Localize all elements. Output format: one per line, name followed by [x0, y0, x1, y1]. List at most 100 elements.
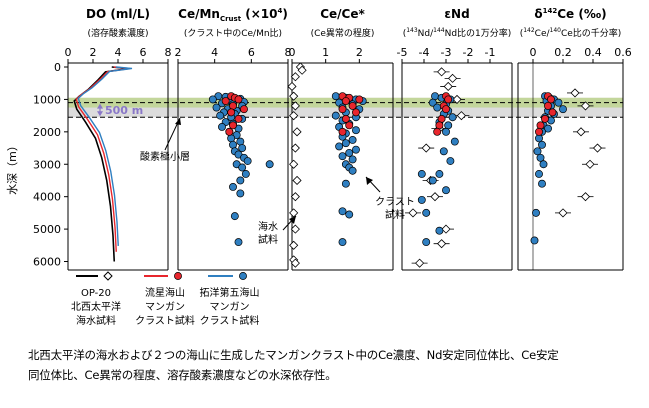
end-point-0-21	[435, 226, 444, 235]
cece-point-0-23	[348, 155, 357, 164]
cemn-point-1-6	[227, 108, 236, 117]
seawater-label: 海水試料	[258, 220, 278, 246]
panel-1-title: Ce/MnCrust (×104)	[178, 7, 288, 23]
dce-seawater-2	[576, 127, 586, 137]
cece-seawater-5	[290, 101, 300, 111]
panel-3-xtick-label-0: -5	[397, 46, 408, 59]
end-seawater-6	[421, 143, 431, 153]
panel-0-subtitle: (溶存酸素濃度)	[87, 27, 148, 39]
dce-point-0-4	[554, 98, 563, 107]
cece-point-0-18	[341, 139, 350, 148]
cece-point-0-26	[348, 166, 357, 175]
panel-0-xtick-label-0: 0	[65, 46, 72, 59]
cece-point-0-29	[345, 210, 354, 219]
panel-3-xtick-label-3: -2	[463, 46, 474, 59]
legend-1-line-0: 流星海山	[145, 286, 185, 299]
seawater-arrowhead	[289, 216, 296, 224]
panel-4-title: δ142Ce (‰)	[534, 7, 606, 21]
depth-tick-label-4: 4000	[33, 191, 61, 204]
depth-tick-label-2: 2000	[33, 126, 61, 139]
end-seawater-8	[430, 192, 440, 202]
cece-point-0-28	[338, 207, 347, 216]
panel-3-subtitle: (143Nd/144Nd比の1万分率)	[403, 27, 512, 39]
cemn-point-0-4	[208, 95, 217, 104]
dce-point-0-21	[532, 208, 540, 217]
panel-0-xtick-label-3: 6	[140, 46, 147, 59]
cemn-point-1-5	[240, 105, 248, 114]
legend-1-line-1: マンガン	[145, 301, 185, 313]
depth-tick-label-3: 3000	[33, 158, 61, 171]
panel-4-xtick-label-2: 0.4	[584, 46, 602, 59]
cece-seawater-9	[289, 159, 299, 169]
cece-seawater-10	[292, 175, 302, 186]
end-seawater-1	[448, 73, 458, 83]
dce-point-0-16	[533, 147, 542, 156]
cece-point-0-17	[348, 135, 357, 144]
cemn-point-0-31	[243, 157, 252, 165]
cemn-point-1-7	[234, 114, 243, 123]
end-point-0-16	[417, 170, 426, 178]
panel-2-xtick-label-2: 2	[356, 46, 363, 59]
end-point-0-0	[431, 92, 439, 101]
cece-point-1-9	[338, 127, 347, 136]
cece-point-1-6	[352, 108, 360, 117]
cemn-point-0-20	[218, 123, 226, 131]
end-point-0-3	[428, 98, 437, 107]
legend-1-line-2: クラスト試料	[135, 314, 195, 327]
legend-2-line-2: クラスト試料	[200, 314, 260, 327]
dce-point-1-4	[541, 114, 549, 123]
end-point-0-13	[439, 147, 448, 156]
panel-0-xtick-label-2: 4	[115, 46, 122, 59]
cece-point-0-0	[331, 92, 340, 101]
end-seawater-2	[443, 81, 453, 92]
end-point-0-15	[435, 170, 444, 178]
cemn-point-0-15	[216, 111, 225, 120]
panel-4-xtick-label-3: 0.6	[614, 46, 632, 59]
dce-point-0-12	[544, 124, 552, 133]
panel-2-xtick-label-0: 0	[289, 46, 296, 59]
end-point-1-3	[442, 105, 450, 114]
legend: OP-20北西太平洋海水試料流星海山マンガンクラスト試料拓洋第五海山マンガンクラ…	[71, 271, 260, 327]
cece-point-0-20	[352, 145, 360, 154]
end-point-1-6	[433, 127, 442, 136]
cece-point-1-8	[345, 121, 354, 130]
panel-2-subtitle: (Ce異常の程度)	[311, 27, 375, 39]
cece-point-1-5	[338, 105, 347, 114]
dce-point-0-22	[530, 236, 539, 245]
panel-1-xtick-label-2: 6	[248, 46, 255, 59]
panel-4-xtick-label-0: 0	[530, 46, 537, 59]
end-seawater-0	[437, 67, 447, 77]
end-seawater-3	[452, 94, 462, 104]
dce-point-1-2	[544, 101, 552, 110]
cemn-point-0-35	[236, 176, 245, 185]
data-marks	[73, 62, 606, 270]
cemn-point-0-26	[229, 140, 237, 149]
caption-line-2: 同位体比、Ce異常の程度、溶存酸素濃度などの水深依存性。	[28, 368, 337, 382]
cece-point-1-4	[348, 101, 357, 110]
dce-seawater-6	[558, 208, 568, 218]
y-axis-label: 水深（m）	[6, 140, 19, 195]
panel-1-xtick-label-3: 8	[285, 46, 292, 59]
cemn-point-1-9	[225, 127, 234, 136]
cece-point-0-9	[331, 111, 340, 120]
dce-point-1-3	[548, 108, 557, 117]
cemn-point-0-38	[230, 212, 239, 221]
cece-point-1-2	[355, 95, 364, 104]
cece-seawater-3	[287, 81, 297, 92]
cece-point-1-7	[341, 114, 350, 123]
end-seawater-11	[437, 239, 447, 249]
end-point-0-11	[442, 127, 450, 136]
depth-tick-label-1: 1000	[33, 93, 61, 106]
dce-seawater-1	[580, 101, 591, 111]
cece-point-0-22	[338, 152, 347, 161]
dce-point-0-14	[535, 134, 543, 143]
cece-seawater-4	[289, 91, 299, 101]
panel-1-xtick-label-1: 4	[211, 46, 218, 59]
cemn-point-0-37	[236, 189, 245, 198]
end-point-1-5	[435, 121, 444, 130]
caption-line-1: 北西太平洋の海水および２つの海山に生成したマンガンクラスト中のCe濃度、Nd安定…	[28, 348, 559, 362]
end-seawater-12	[415, 258, 425, 268]
cemn-point-0-34	[241, 170, 250, 178]
end-point-0-17	[428, 176, 437, 185]
